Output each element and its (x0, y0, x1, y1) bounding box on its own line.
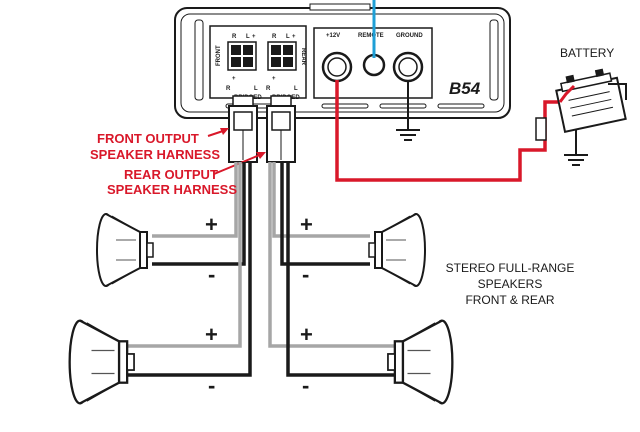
minus-sign-rear-left: - (208, 373, 215, 398)
rear-right-negative-wire (286, 162, 398, 377)
front-plus-label: + (252, 34, 256, 40)
speaker-rear-left (68, 319, 136, 405)
front-harness-label-line2: SPEAKER HARNESS (90, 147, 220, 162)
rear-harness-label-line1: REAR OUTPUT (124, 167, 218, 182)
rear-harness (266, 95, 296, 163)
rear-label: REAR (300, 48, 306, 66)
rear-plus-label: + (292, 34, 296, 40)
amplifier: R L + R L + + + R L R L FRONT REAR BRIDG… (174, 3, 511, 119)
power-terminal-label: +12V (326, 33, 340, 39)
front-right-negative-wire (280, 162, 370, 266)
minus-sign-front-left: - (208, 262, 215, 287)
battery: BATTERY (555, 46, 627, 166)
speakers-caption-line1: STEREO FULL-RANGE (446, 261, 575, 275)
speaker-front-left (96, 213, 154, 287)
rear-r-label: R (272, 34, 277, 40)
plus-sign-rear-left: + (205, 322, 218, 347)
rear-plus-low-label: + (272, 76, 276, 82)
front-label: FRONT (216, 45, 222, 66)
power-wiring (335, 0, 560, 182)
rear-left-positive-wire (126, 162, 242, 348)
speakers-caption-line2: SPEAKERS (478, 277, 543, 291)
speaker-front-right (368, 213, 426, 287)
minus-sign-rear-right: - (302, 373, 309, 398)
front-harness-arrow (207, 128, 229, 137)
rear-r-low-label: R (266, 86, 271, 92)
front-harness-label-line1: FRONT OUTPUT (97, 131, 199, 146)
minus-sign-front-right: - (302, 262, 309, 287)
remote-terminal-label: REMOTE (358, 33, 384, 39)
battery-label: BATTERY (560, 46, 614, 60)
rear-l-low-label: L (294, 86, 298, 92)
power-wire (335, 80, 560, 182)
front-plus-low-label: + (232, 76, 236, 82)
front-l-low-label: L (254, 86, 258, 92)
power-terminal (321, 51, 353, 83)
front-harness (228, 95, 258, 163)
plus-sign-front-right: + (300, 212, 313, 237)
front-r-label: R (232, 34, 237, 40)
front-l-label: L (246, 34, 250, 40)
ground-terminal (392, 51, 424, 83)
rear-connector (267, 41, 297, 71)
rear-right-positive-wire (268, 162, 398, 348)
plus-sign-rear-right: + (300, 322, 313, 347)
front-connector (227, 41, 257, 71)
rear-harness-label-line2: SPEAKER HARNESS (107, 182, 237, 197)
speakers-caption-line3: FRONT & REAR (465, 293, 554, 307)
inline-fuse (535, 117, 547, 141)
rear-l-label: L (286, 34, 290, 40)
ground-terminal-label: GROUND (396, 33, 423, 39)
front-left-positive-wire (152, 162, 238, 238)
rear-harness-arrow (213, 152, 266, 175)
speaker-rear-right (386, 319, 454, 405)
plus-sign-front-left: + (205, 212, 218, 237)
model-label: B54 (449, 79, 481, 98)
battery-ground-symbol (564, 154, 588, 166)
front-left-negative-wire (152, 162, 246, 266)
front-r-low-label: R (226, 86, 231, 92)
rear-left-negative-wire (126, 162, 252, 377)
speaker-wires (126, 162, 398, 377)
amp-ground-symbol (396, 129, 420, 141)
front-right-positive-wire (272, 162, 370, 238)
